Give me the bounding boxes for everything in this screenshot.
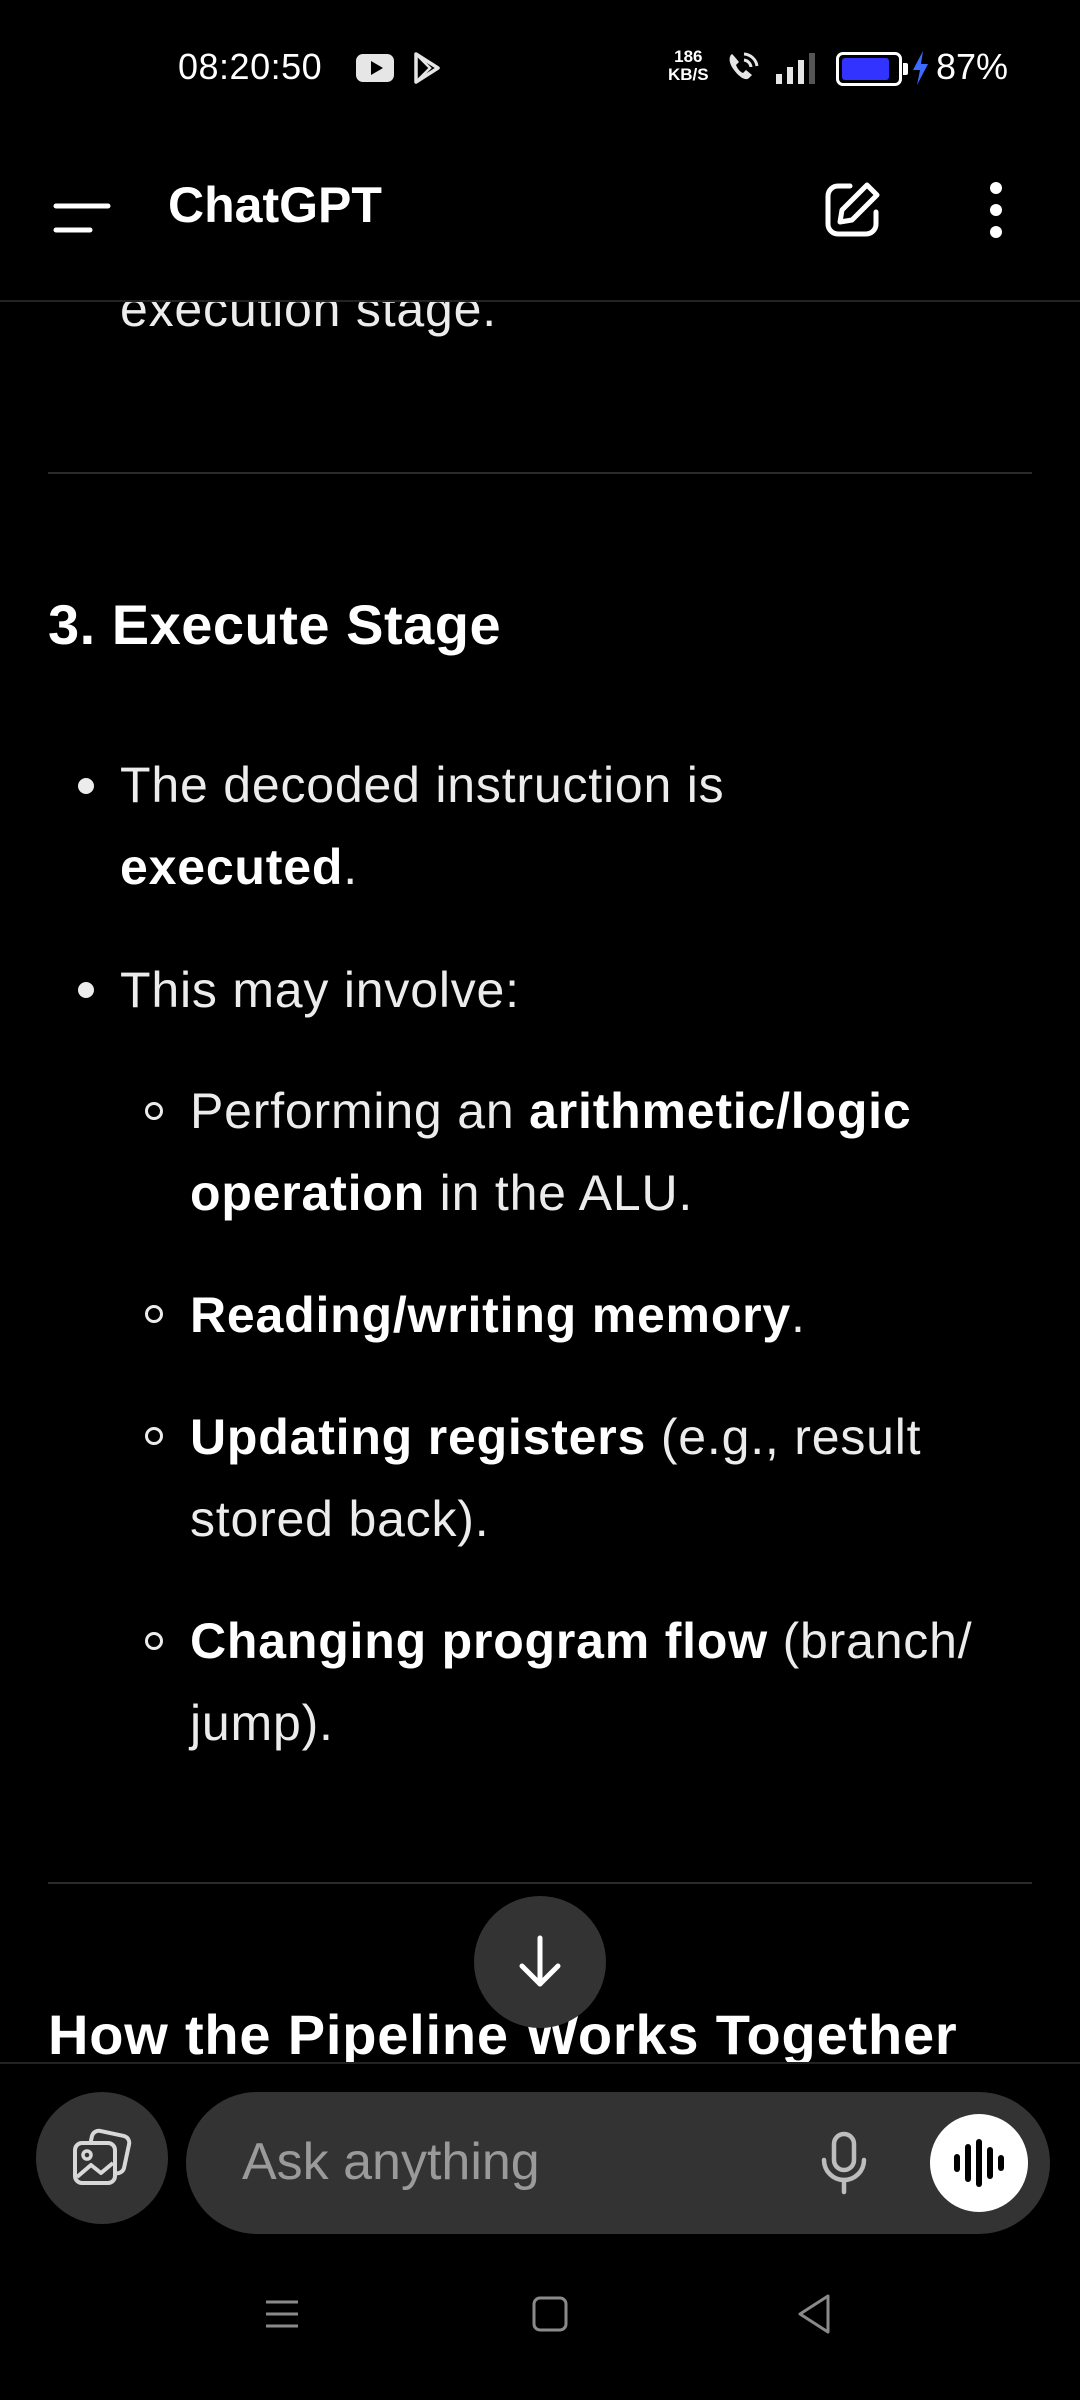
sub-list-item: Reading/writing memory. [190, 1287, 806, 1343]
list-item: This may involve: [120, 962, 520, 1018]
list-item: The decoded instruction is executed. [120, 757, 725, 895]
home-icon[interactable] [530, 2294, 570, 2334]
sub-list-item: Changing program flow (branch/ jump). [190, 1613, 973, 1751]
section-heading: 3. Execute Stage [48, 593, 502, 656]
attach-image-button[interactable] [36, 2092, 168, 2224]
attach-image-icon [73, 2128, 132, 2185]
signal-icon [776, 53, 815, 84]
sub-list-item: Performing an arithmetic/logic operation… [190, 1083, 912, 1221]
new-chat-icon[interactable] [820, 178, 884, 242]
more-vertical-icon[interactable] [966, 178, 1026, 242]
bullet-dot [78, 982, 94, 998]
microphone-icon[interactable] [814, 2130, 874, 2198]
app-header: ChatGPT [0, 136, 1080, 302]
divider [48, 1882, 1032, 1884]
battery-percentage: 87% [936, 46, 1009, 87]
app-title: ChatGPT [168, 177, 382, 233]
sub-list-item: Updating registers (e.g., result stored … [190, 1409, 922, 1547]
bullet-dot [78, 778, 94, 794]
charging-icon [913, 51, 928, 85]
previous-paragraph-tail: execution stage. [120, 302, 497, 337]
wifi-calling-icon [729, 52, 759, 80]
chat-message-content: execution stage. 3. Execute Stage The de… [0, 302, 1080, 2062]
network-speed: 186 KB/S [668, 47, 709, 84]
recents-icon[interactable] [262, 2294, 302, 2334]
status-bar: 08:20:50 186 KB/S 87% [0, 0, 1080, 136]
youtube-icon [356, 54, 394, 82]
system-nav-bar [0, 2250, 1080, 2400]
back-icon[interactable] [794, 2292, 834, 2336]
sub-bullet-circle [145, 1305, 163, 1323]
battery-icon [836, 52, 908, 86]
chat-input-container [186, 2092, 1050, 2234]
message-composer [0, 2062, 1080, 2250]
voice-mode-button[interactable] [930, 2114, 1028, 2212]
arrow-down-icon [519, 1935, 561, 1987]
scroll-to-bottom-button[interactable] [474, 1896, 606, 2028]
sub-bullet-circle [145, 1427, 163, 1445]
status-time: 08:20:50 [178, 46, 323, 87]
divider [48, 472, 1032, 474]
chat-input[interactable] [242, 2122, 782, 2202]
play-store-icon [414, 52, 440, 84]
menu-icon[interactable] [52, 188, 112, 248]
sub-bullet-circle [145, 1102, 163, 1120]
voice-mode-icon [954, 2139, 1004, 2187]
sub-bullet-circle [145, 1632, 163, 1650]
